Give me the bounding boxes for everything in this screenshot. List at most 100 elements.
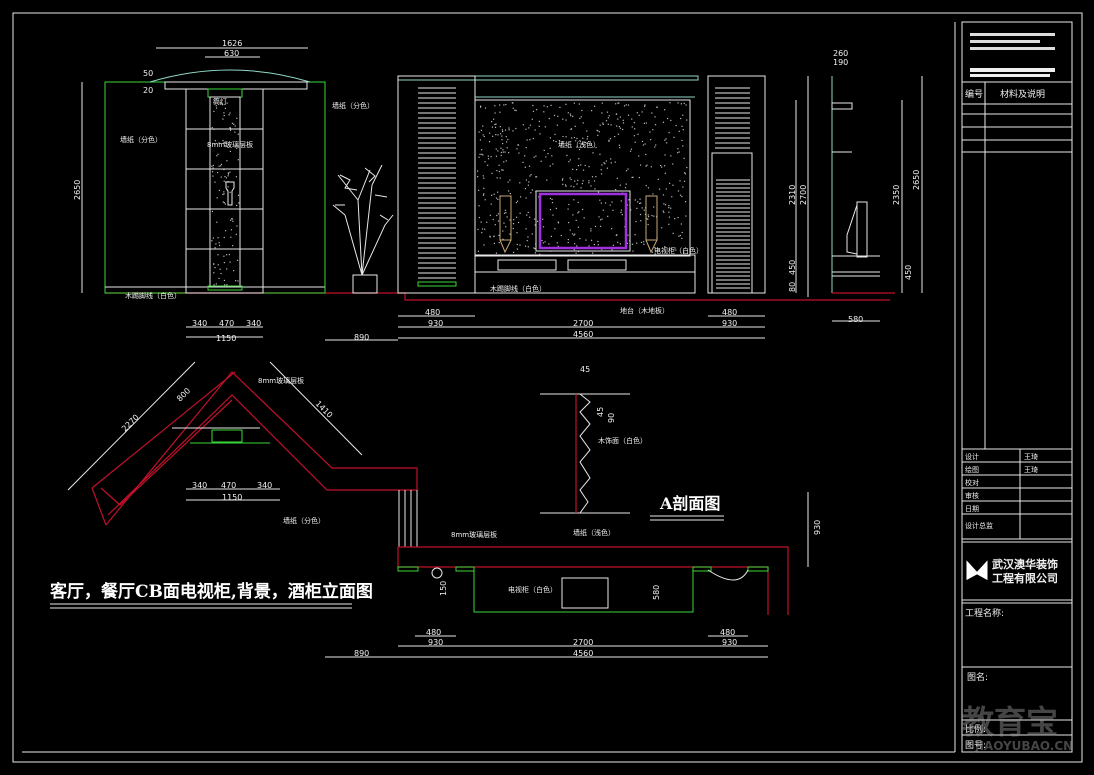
dim-col-mid: 470 (219, 319, 234, 328)
texture-speck (672, 163, 674, 165)
texture-speck (651, 214, 653, 217)
texture-speck (226, 268, 228, 270)
texture-speck (644, 104, 646, 106)
texture-speck (512, 227, 514, 230)
texture-speck (610, 158, 612, 160)
texture-speck (577, 165, 580, 167)
texture-speck (497, 150, 499, 152)
texture-speck (579, 140, 581, 142)
texture-speck (645, 122, 647, 124)
texture-speck (230, 236, 232, 238)
texture-speck (576, 169, 578, 171)
texture-speck (226, 254, 228, 256)
role-date: 日期 (965, 505, 979, 513)
texture-speck (573, 243, 576, 245)
texture-speck (215, 98, 217, 100)
texture-speck (231, 122, 234, 124)
texture-speck (634, 234, 636, 236)
label-section-note: 木饰面（白色） (598, 436, 647, 445)
texture-speck (666, 117, 669, 120)
texture-speck (509, 219, 511, 221)
texture-speck (586, 130, 588, 132)
texture-speck (224, 203, 226, 205)
texture-speck (512, 107, 514, 109)
texture-speck (680, 223, 683, 225)
dim-side-190: 190 (833, 58, 848, 67)
texture-speck (680, 103, 682, 105)
texture-speck (515, 127, 517, 130)
texture-speck (499, 111, 501, 113)
texture-speck (600, 173, 603, 175)
texture-speck (509, 192, 511, 195)
dim-center: 2700 (573, 319, 593, 328)
texture-speck (502, 169, 504, 171)
texture-speck (502, 151, 504, 153)
texture-speck (631, 126, 633, 128)
texture-speck (655, 144, 657, 146)
dim-bot-930: 930 (813, 520, 822, 535)
texture-speck (504, 129, 507, 131)
texture-speck (610, 124, 612, 126)
texture-speck (231, 218, 234, 220)
texture-speck (579, 238, 581, 240)
texture-speck (578, 148, 581, 151)
texture-speck (217, 153, 219, 155)
texture-speck (216, 155, 218, 157)
texture-speck (538, 196, 540, 198)
texture-speck (544, 241, 546, 243)
texture-speck (639, 213, 642, 216)
texture-speck (561, 179, 564, 181)
texture-speck (570, 185, 572, 187)
texture-speck (506, 216, 508, 218)
texture-speck (481, 231, 483, 234)
texture-speck (546, 106, 548, 108)
texture-speck (656, 106, 658, 108)
dim-elev-height: 2650 (73, 180, 82, 200)
texture-speck (619, 146, 621, 149)
texture-speck (477, 250, 479, 252)
texture-speck (537, 220, 539, 222)
texture-speck (638, 155, 640, 157)
texture-speck (636, 242, 638, 244)
texture-speck (522, 124, 524, 126)
texture-speck (490, 203, 492, 205)
texture-speck (578, 103, 580, 105)
texture-speck (549, 165, 551, 167)
texture-speck (516, 232, 518, 234)
texture-speck (575, 219, 577, 221)
texture-speck (223, 279, 226, 282)
texture-speck (529, 139, 531, 141)
texture-speck (220, 163, 223, 166)
texture-speck (505, 160, 507, 162)
texture-speck (674, 247, 676, 249)
texture-speck (618, 144, 620, 146)
texture-speck (527, 211, 529, 214)
texture-speck (487, 164, 489, 166)
dim-cab-right-inner: 480 (722, 308, 737, 317)
texture-speck (675, 249, 677, 251)
texture-speck (222, 201, 224, 203)
texture-speck (662, 210, 664, 212)
texture-speck (570, 128, 572, 131)
title-block: 编号 材料及说明 设计 绘图 校对 审核 日期 设计总监 王琦 王琦 武汉澳华装… (961, 21, 1073, 753)
texture-speck (535, 176, 538, 178)
texture-speck (223, 141, 225, 143)
texture-speck (548, 243, 550, 245)
texture-speck (631, 118, 633, 120)
texture-speck (515, 201, 518, 204)
texture-speck (623, 105, 626, 107)
label-platform: 地台（木地板） (620, 306, 669, 315)
texture-speck (601, 112, 603, 114)
texture-speck (551, 202, 554, 204)
texture-speck (538, 120, 541, 122)
texture-speck (481, 228, 484, 230)
texture-speck (228, 253, 230, 256)
texture-speck (617, 133, 620, 135)
texture-speck (604, 202, 607, 204)
texture-speck (534, 224, 536, 226)
texture-speck (236, 147, 238, 149)
texture-speck (617, 118, 619, 120)
texture-speck (640, 202, 642, 204)
name-draw: 王琦 (1024, 466, 1038, 474)
texture-speck (502, 142, 504, 145)
